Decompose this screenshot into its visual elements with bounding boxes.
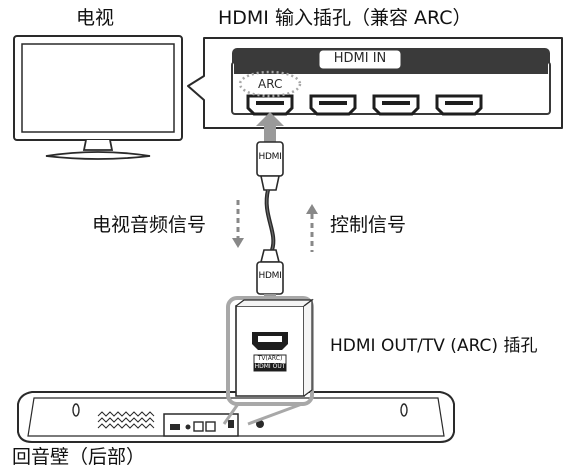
hdmi-in-plate-label: HDMI IN (333, 51, 387, 66)
port-sticker-line1: TV(ARC) (257, 355, 283, 362)
tv-audio-signal-label: 电视音频信号 (92, 214, 207, 236)
cable-plug-bottom-label: HDMI (258, 271, 282, 281)
cable-plug-top-label: HDMI (258, 152, 282, 162)
hdmi-port-arc (246, 94, 294, 116)
arc-port-label: ARC (258, 77, 283, 91)
control-signal-label: 控制信号 (330, 214, 407, 236)
soundbar-rear-label: 回音壁（后部） (12, 446, 146, 468)
hdmi-port-4 (435, 94, 483, 116)
hdmi-input-callout (187, 37, 563, 129)
control-signal-arrow (306, 204, 318, 252)
tv-audio-signal-arrow (232, 200, 244, 248)
hdmi-port-2 (309, 94, 357, 116)
tv-label: 电视 (76, 7, 115, 29)
soundbar-illustration (17, 391, 455, 443)
port-sticker-line2: HDMI OUT (254, 363, 286, 370)
tv-illustration (13, 35, 183, 160)
hdmi-out-port-enlarged (222, 296, 314, 426)
hdmi-cable (256, 112, 284, 320)
hdmi-out-port-label: HDMI OUT/TV (ARC) 插孔 (330, 336, 538, 356)
hdmi-input-jack-label: HDMI 输入插孔（兼容 ARC） (218, 7, 472, 29)
hdmi-port-3 (372, 94, 420, 116)
